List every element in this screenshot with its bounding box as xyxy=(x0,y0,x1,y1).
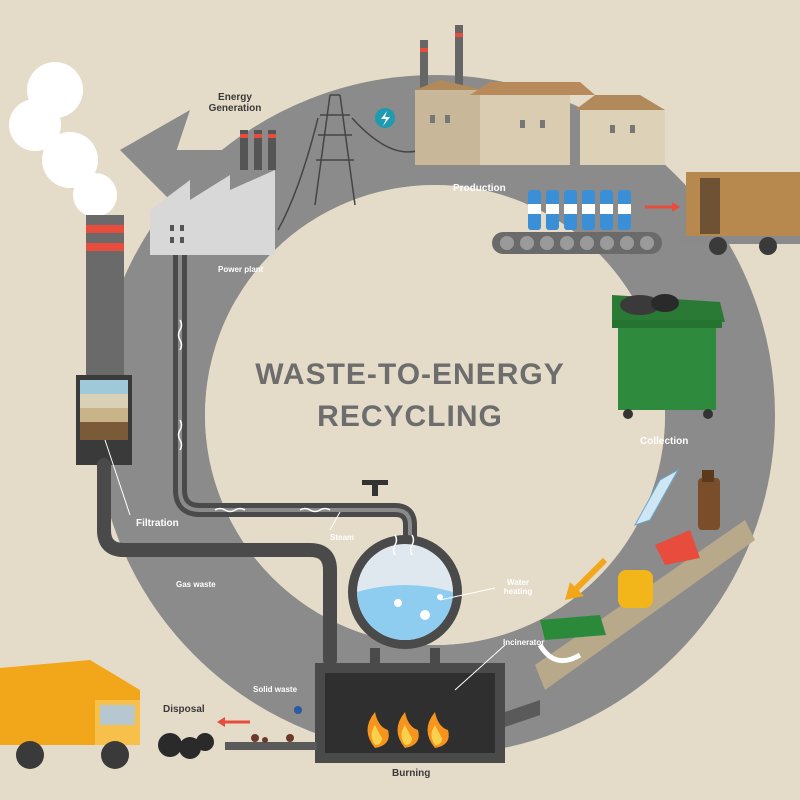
label-burning: Burning xyxy=(392,768,431,779)
collection-arrow xyxy=(572,557,608,593)
label-gas-waste: Gas waste xyxy=(176,580,216,589)
title-line1: WASTE-TO-ENERGY xyxy=(255,358,565,391)
chimney xyxy=(86,215,124,375)
filter-column xyxy=(76,375,132,465)
garbage-bags xyxy=(158,733,214,759)
factory xyxy=(415,25,665,165)
delivery-truck xyxy=(680,172,800,255)
garbage-truck xyxy=(0,660,140,769)
boiler xyxy=(348,535,462,668)
valve-icon xyxy=(362,480,388,496)
flame-icons xyxy=(367,712,449,748)
cycle-center xyxy=(205,185,665,645)
pipes-inner xyxy=(178,248,412,547)
power-plant-building xyxy=(150,130,276,255)
lightning-icon xyxy=(381,111,390,126)
label-power-plant: Power plant xyxy=(218,265,264,274)
title-line2: RECYCLING xyxy=(317,400,503,433)
label-incinerator: Incinerator xyxy=(503,638,545,647)
smoke-clouds xyxy=(9,62,117,217)
leader-lines xyxy=(104,439,506,691)
solid-waste-belt xyxy=(225,706,317,750)
steam-marks xyxy=(177,319,415,556)
label-water-heating: Water heating xyxy=(503,578,533,596)
collection-arrow-head xyxy=(565,582,584,600)
production-conveyor xyxy=(492,190,662,254)
label-steam: Steam xyxy=(330,533,355,542)
waste-items xyxy=(537,468,720,664)
label-filtration: Filtration xyxy=(136,518,179,529)
production-arrow-head xyxy=(672,202,680,212)
label-disposal: Disposal xyxy=(163,704,205,715)
label-production: Production xyxy=(453,183,506,194)
label-collection: Collection xyxy=(640,436,689,447)
green-bin xyxy=(612,294,725,419)
disposal-arrow-head xyxy=(217,717,225,727)
label-energy-generation: Energy Generation xyxy=(208,92,262,114)
label-solid-waste: Solid waste xyxy=(253,685,298,694)
transmission-tower xyxy=(277,94,421,231)
